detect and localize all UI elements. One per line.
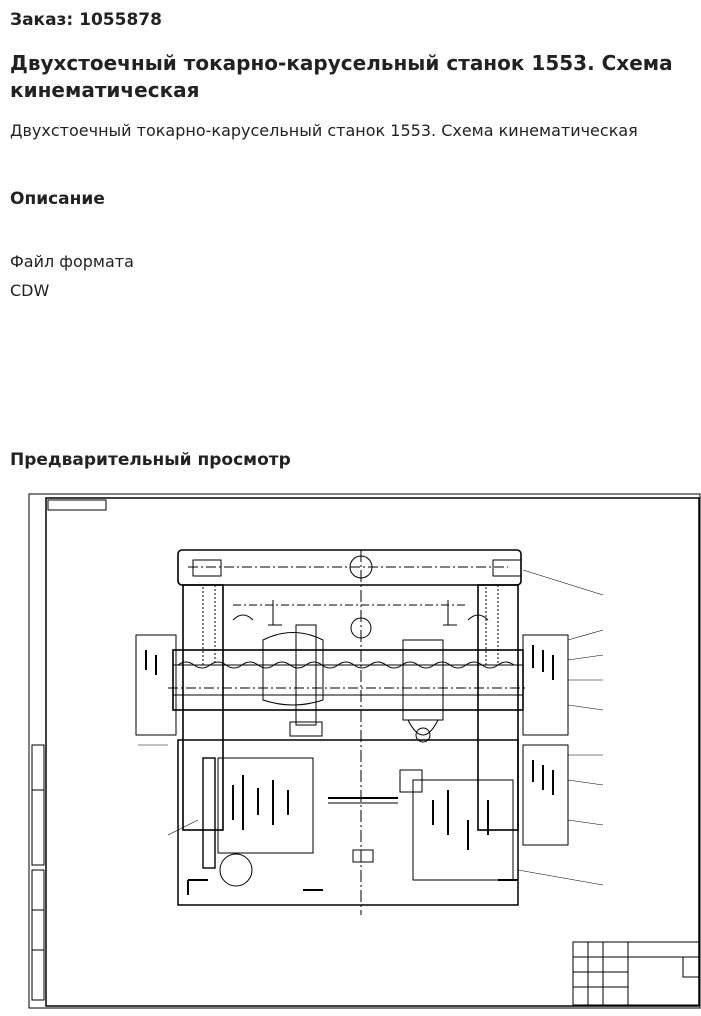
preview-drawing[interactable]	[28, 490, 701, 1010]
file-format-label: Файл формата	[10, 252, 134, 271]
product-description: Двухстоечный токарно-карусельный станок …	[10, 121, 638, 140]
page-title: Двухстоечный токарно-карусельный станок …	[10, 51, 673, 102]
preview-heading: Предварительный просмотр	[10, 450, 291, 470]
order-number: Заказ: 1055878	[10, 10, 162, 30]
description-heading: Описание	[10, 189, 105, 209]
kinematic-scheme-image	[28, 493, 701, 1009]
file-format-value: CDW	[10, 281, 50, 300]
